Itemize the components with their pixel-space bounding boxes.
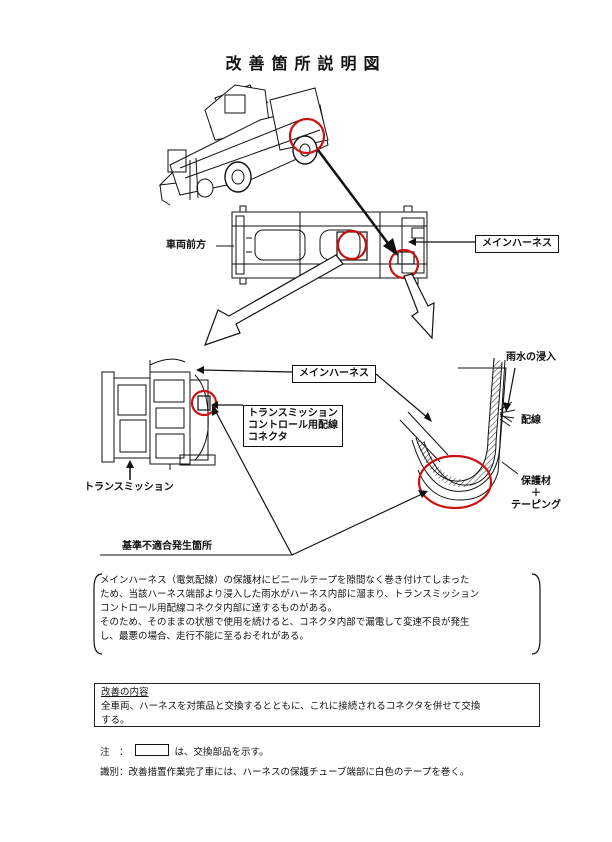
description-line: コントロール用配線コネクタ内部に達するものがある。: [100, 603, 338, 614]
harness-detail: [399, 357, 516, 501]
label-transmission: トランスミッション: [84, 482, 174, 493]
label-nonconformity-site: 基準不適合発生箇所: [122, 541, 212, 552]
highlight-circle-harness: [417, 454, 493, 510]
note-legend: 注 ： は、交換部品を示す。: [100, 744, 269, 758]
transmission-illustration: [101, 358, 216, 470]
label-protective-line3: テーピング: [511, 500, 561, 511]
label-main-harness-top: メインハーネス: [475, 235, 559, 253]
page-title: 改善箇所説明図: [225, 54, 387, 73]
replacement-part-legend-box: [134, 744, 169, 756]
label-protective-line2: ＋: [531, 488, 541, 499]
improvement-line: 全車両、ハーネスを対策品と交換するとともに、これに接続されるコネクタを併せて交換: [101, 701, 481, 712]
defect-description: メインハーネス（電気配線）の保護材にビニールテープを隙間なく巻き付けてしまった …: [100, 574, 530, 644]
label-connector-box: トランスミッション コントロール用配線 コネクタ: [243, 405, 343, 447]
label-wiring: 配線: [521, 415, 541, 426]
improvement-box: 改善の内容 全車両、ハーネスを対策品と交換するとともに、これに接続されるコネクタ…: [94, 683, 540, 727]
note-suffix: は、交換部品を示す。: [174, 747, 269, 758]
description-line: メインハーネス（電気配線）の保護材にビニールテープを隙間なく巻き付けてしまった: [100, 575, 470, 586]
highlight-circle-topview-right: [388, 248, 420, 280]
label-vehicle-front: 車両前方: [166, 240, 206, 251]
description-line: そのため、そのままの状態で使用を続けると、コネクタ内部で漏電して変速不良が発生: [100, 617, 470, 628]
label-protective-material: 保護材 ＋ テーピング: [506, 476, 566, 512]
highlight-circle-topview-left: [336, 229, 368, 261]
note-prefix: 注 ：: [100, 747, 129, 758]
crane-vehicle-illustration: [158, 84, 329, 206]
label-protective-line1: 保護材: [521, 476, 551, 487]
label-rain-ingress: 雨水の浸入: [506, 352, 556, 363]
highlight-circle-vehicle: [288, 117, 326, 155]
identification-note: 識別：改善措置作業完了車には、ハーネスの保護チューブ端部に白色のテープを巻く。: [100, 767, 470, 778]
improvement-title: 改善の内容: [101, 687, 149, 698]
description-line: し、最悪の場合、走行不能に至るおそれがある。: [100, 631, 310, 642]
vehicle-top-view: [231, 205, 428, 285]
label-connector-line1: トランスミッション: [248, 408, 338, 419]
hollow-arrows: [203, 254, 435, 346]
improvement-line: する。: [101, 715, 130, 726]
description-line: ため、当該ハーネス端部より浸入した雨水がハーネス内部に溜まり、トランスミッション: [100, 589, 480, 600]
label-main-harness-mid: メインハーネス: [292, 365, 376, 383]
label-connector-line3: コネクタ: [248, 432, 288, 443]
label-connector-line2: コントロール用配線: [248, 420, 338, 431]
